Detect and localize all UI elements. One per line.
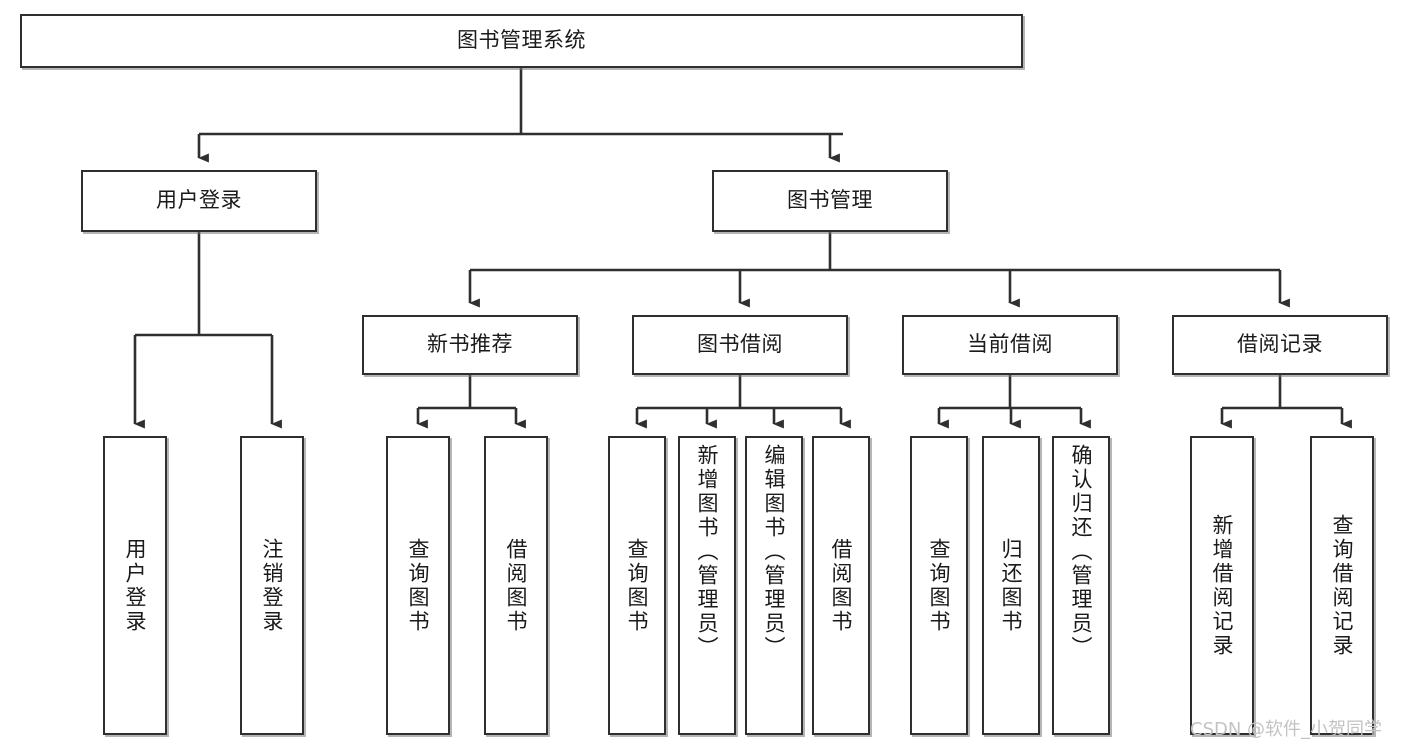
node-leaf-query-book-3-label: 查询图书 bbox=[927, 537, 952, 634]
node-new-book-rec-label: 新书推荐 bbox=[427, 332, 513, 357]
node-leaf-user-login-label: 用户登录 bbox=[123, 537, 148, 634]
node-leaf-borrow-book-2[interactable]: 借阅图书 bbox=[812, 436, 870, 735]
node-leaf-user-logout[interactable]: 注销登录 bbox=[240, 436, 304, 735]
node-root-label: 图书管理系统 bbox=[457, 28, 586, 53]
node-new-book-rec[interactable]: 新书推荐 bbox=[362, 315, 578, 375]
node-user-login-label: 用户登录 bbox=[156, 188, 242, 213]
csdn-watermark: CSDN @软件_小贺同学 bbox=[1190, 719, 1383, 740]
node-book-borrow[interactable]: 图书借阅 bbox=[632, 315, 848, 375]
node-leaf-borrow-book-1-label: 借阅图书 bbox=[504, 537, 529, 634]
node-leaf-query-book-1[interactable]: 查询图书 bbox=[386, 436, 450, 735]
node-leaf-return-book-label: 归还图书 bbox=[999, 537, 1024, 634]
node-book-manage-label: 图书管理 bbox=[787, 188, 873, 213]
node-leaf-add-record-label: 新增借阅记录 bbox=[1210, 513, 1235, 658]
node-borrow-record-label: 借阅记录 bbox=[1237, 332, 1323, 357]
node-leaf-user-login[interactable]: 用户登录 bbox=[103, 436, 167, 735]
node-current-borrow-label: 当前借阅 bbox=[967, 332, 1053, 357]
node-leaf-borrow-book-1[interactable]: 借阅图书 bbox=[484, 436, 548, 735]
node-borrow-record[interactable]: 借阅记录 bbox=[1172, 315, 1388, 375]
node-leaf-edit-book[interactable]: 编辑图书（管理员） bbox=[745, 436, 803, 735]
node-leaf-query-book-1-label: 查询图书 bbox=[406, 537, 431, 634]
node-leaf-add-book[interactable]: 新增图书（管理员） bbox=[678, 436, 736, 735]
node-leaf-query-book-2-label: 查询图书 bbox=[625, 537, 650, 634]
node-leaf-confirm-return-label: 确认归还（管理员） bbox=[1069, 444, 1094, 660]
node-leaf-query-record-label: 查询借阅记录 bbox=[1330, 513, 1355, 658]
node-leaf-borrow-book-2-label: 借阅图书 bbox=[829, 537, 854, 634]
node-leaf-user-logout-label: 注销登录 bbox=[260, 537, 285, 634]
node-current-borrow[interactable]: 当前借阅 bbox=[902, 315, 1118, 375]
node-book-manage[interactable]: 图书管理 bbox=[712, 170, 948, 232]
node-leaf-return-book[interactable]: 归还图书 bbox=[982, 436, 1040, 735]
node-leaf-confirm-return[interactable]: 确认归还（管理员） bbox=[1052, 436, 1110, 735]
node-leaf-add-record[interactable]: 新增借阅记录 bbox=[1190, 436, 1254, 735]
node-user-login[interactable]: 用户登录 bbox=[81, 170, 317, 232]
node-leaf-add-book-label: 新增图书（管理员） bbox=[695, 444, 720, 660]
node-book-borrow-label: 图书借阅 bbox=[697, 332, 783, 357]
node-root[interactable]: 图书管理系统 bbox=[20, 14, 1023, 68]
node-leaf-query-record[interactable]: 查询借阅记录 bbox=[1310, 436, 1374, 735]
node-leaf-edit-book-label: 编辑图书（管理员） bbox=[762, 444, 787, 660]
node-leaf-query-book-3[interactable]: 查询图书 bbox=[910, 436, 968, 735]
node-leaf-query-book-2[interactable]: 查询图书 bbox=[608, 436, 666, 735]
